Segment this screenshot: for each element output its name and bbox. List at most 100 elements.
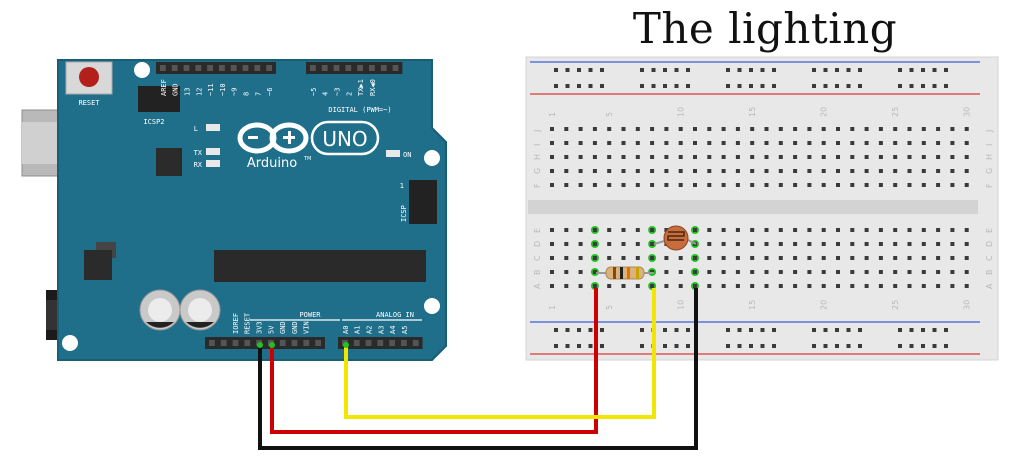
- pin-label: RX◀0: [369, 79, 377, 96]
- row-letter: G: [985, 168, 994, 174]
- row-letter: E: [985, 228, 994, 233]
- pin-label: 13: [184, 88, 192, 96]
- column-number: 10: [677, 107, 686, 117]
- column-number: 1: [548, 112, 557, 117]
- column-number: 15: [748, 107, 757, 117]
- row-letter: D: [985, 241, 994, 247]
- row-letter: J: [533, 130, 542, 133]
- row-letter: C: [533, 255, 542, 261]
- pin-label: 5V: [267, 325, 275, 334]
- uno-label: UNO: [322, 127, 367, 151]
- row-letter: C: [985, 255, 994, 261]
- resistor: [596, 266, 654, 280]
- led-l-label: L: [194, 125, 198, 133]
- pin-label: RESET: [244, 312, 252, 334]
- wire-end: [343, 342, 349, 348]
- power-label: POWER: [299, 311, 321, 319]
- row-letter: D: [533, 241, 542, 247]
- pin-label: AREF: [160, 79, 168, 96]
- reset-button-cap: [79, 67, 99, 87]
- icsp-label: ICSP: [400, 205, 408, 222]
- capacitor: [139, 289, 181, 331]
- pin-label: ~10: [219, 83, 227, 96]
- led-on-label: ON: [403, 151, 411, 159]
- row-letter: B: [533, 270, 542, 276]
- analog-label: ANALOG IN: [376, 311, 414, 319]
- pin-label: ~3: [334, 88, 342, 96]
- pin-label: ~6: [266, 88, 274, 96]
- pin-label: IOREF: [232, 313, 240, 334]
- pin-label: GND: [291, 321, 299, 334]
- pin-label: GND: [279, 321, 287, 334]
- pin-label: ~5: [310, 88, 318, 96]
- pin-label: 4: [322, 92, 330, 96]
- column-number: 10: [677, 300, 686, 310]
- pin-label: ~11: [207, 83, 215, 96]
- pin-label: GND: [172, 83, 180, 96]
- wire-end: [269, 342, 275, 348]
- center-channel: [528, 200, 978, 214]
- usb-chip: [156, 148, 182, 176]
- led-rx-label: RX: [194, 161, 203, 169]
- column-number: 20: [820, 107, 829, 117]
- pin-label: A4: [389, 326, 397, 334]
- column-number: 25: [891, 300, 900, 310]
- column-number: 20: [820, 300, 829, 310]
- led-on: [386, 150, 400, 157]
- reset-label: RESET: [78, 99, 100, 107]
- arduino-logo: [237, 120, 380, 156]
- wire-gnd-black: [258, 288, 698, 450]
- column-number: 30: [963, 300, 972, 310]
- pin-label: A0: [342, 326, 350, 334]
- arduino-uno-board: RESET ICSP2 L TX RX ON UNO Arduino TM 1 …: [21, 59, 447, 361]
- pin-label: ~9: [231, 88, 239, 96]
- capacitor: [179, 289, 221, 331]
- icsp2-label: ICSP2: [143, 118, 164, 126]
- icsp-header: [409, 180, 437, 224]
- column-number: 5: [605, 305, 614, 310]
- column-number: 5: [605, 112, 614, 117]
- mount-hole: [424, 298, 440, 314]
- brand-label: Arduino: [247, 156, 297, 171]
- row-letter: F: [533, 183, 542, 188]
- voltage-regulator: [84, 250, 112, 280]
- wire-5v-red: [270, 288, 598, 434]
- column-number: 15: [748, 300, 757, 310]
- board-pcb: [57, 59, 447, 361]
- pin-label: A3: [377, 326, 385, 334]
- pin-label: 8: [243, 92, 251, 96]
- row-letter: F: [985, 183, 994, 188]
- row-letter: H: [533, 154, 542, 160]
- pin-label: TX▶1: [357, 79, 365, 96]
- mount-hole: [62, 335, 78, 351]
- photoresistor: [653, 225, 697, 251]
- led-l: [206, 124, 220, 131]
- pin-label: VIN: [303, 321, 311, 334]
- column-number: 25: [891, 107, 900, 117]
- pin-label: 12: [195, 88, 203, 96]
- icsp2-header: [138, 86, 180, 112]
- pin-label: 2: [345, 92, 353, 96]
- pin-label: A5: [401, 326, 409, 334]
- pin-label: 7: [254, 92, 262, 96]
- led-tx: [206, 148, 220, 155]
- row-letter: J: [985, 130, 994, 133]
- row-letter: H: [985, 154, 994, 160]
- mount-hole: [424, 150, 440, 166]
- column-number: 30: [963, 107, 972, 117]
- digital-label: DIGITAL (PWM=~): [328, 106, 391, 114]
- row-letter: E: [533, 228, 542, 233]
- row-letter: G: [533, 168, 542, 174]
- atmega-chip: [214, 250, 426, 282]
- led-tx-label: TX: [194, 149, 203, 157]
- row-letter: A: [533, 283, 542, 289]
- wire-end: [257, 342, 263, 348]
- mount-hole: [134, 62, 150, 78]
- icsp-pin1-label: 1: [400, 182, 404, 190]
- column-number: 1: [548, 305, 557, 310]
